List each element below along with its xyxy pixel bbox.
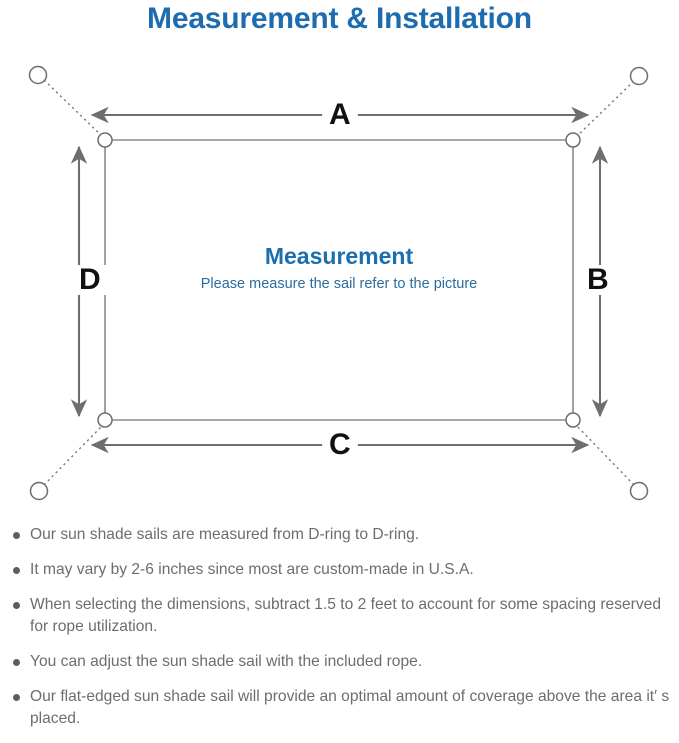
list-item: You can adjust the sun shade sail with t… bbox=[0, 651, 679, 673]
dimension-label-c: C bbox=[322, 430, 358, 460]
note-text: When selecting the dimensions, subtract … bbox=[30, 596, 662, 635]
list-item: When selecting the dimensions, subtract … bbox=[0, 594, 679, 638]
diagram-canvas bbox=[28, 65, 649, 501]
bullet-icon bbox=[13, 602, 20, 609]
list-item: Our sun shade sails are measured from D-… bbox=[0, 524, 679, 546]
dimension-label-a: A bbox=[322, 100, 358, 130]
measurement-diagram: A B C D Measurement Please measure the s… bbox=[0, 46, 679, 516]
page-title: Measurement & Installation bbox=[147, 2, 532, 35]
top-left-anchor-ring bbox=[28, 65, 48, 85]
top-right-d-ring bbox=[565, 132, 581, 148]
bottom-right-d-ring bbox=[565, 412, 581, 428]
bullet-icon bbox=[13, 659, 20, 666]
note-text: Our flat-edged sun shade sail will provi… bbox=[30, 688, 670, 727]
sail-corner-d-rings bbox=[97, 132, 581, 428]
bullet-icon bbox=[13, 694, 20, 701]
anchor-rings bbox=[28, 65, 649, 501]
bullet-icon bbox=[13, 567, 20, 574]
bottom-left-d-ring bbox=[97, 412, 113, 428]
top-left-d-ring bbox=[97, 132, 113, 148]
dimension-label-b: B bbox=[580, 265, 616, 295]
note-text: It may vary by 2-6 inches since most are… bbox=[30, 561, 474, 578]
top-right-anchor-ring bbox=[629, 66, 649, 86]
notes-list: Our sun shade sails are measured from D-… bbox=[0, 524, 679, 743]
bottom-right-anchor-ring bbox=[629, 481, 649, 501]
bullet-icon bbox=[13, 532, 20, 539]
note-text: Our sun shade sails are measured from D-… bbox=[30, 526, 420, 543]
note-text: You can adjust the sun shade sail with t… bbox=[30, 653, 423, 670]
dimension-arrows bbox=[70, 106, 609, 454]
list-item: Our flat-edged sun shade sail will provi… bbox=[0, 686, 679, 730]
bottom-left-anchor-ring bbox=[29, 481, 49, 501]
dimension-label-d: D bbox=[72, 265, 108, 295]
list-item: It may vary by 2-6 inches since most are… bbox=[0, 559, 679, 581]
anchor-ropes bbox=[43, 79, 635, 486]
sail-rectangle bbox=[104, 139, 574, 421]
